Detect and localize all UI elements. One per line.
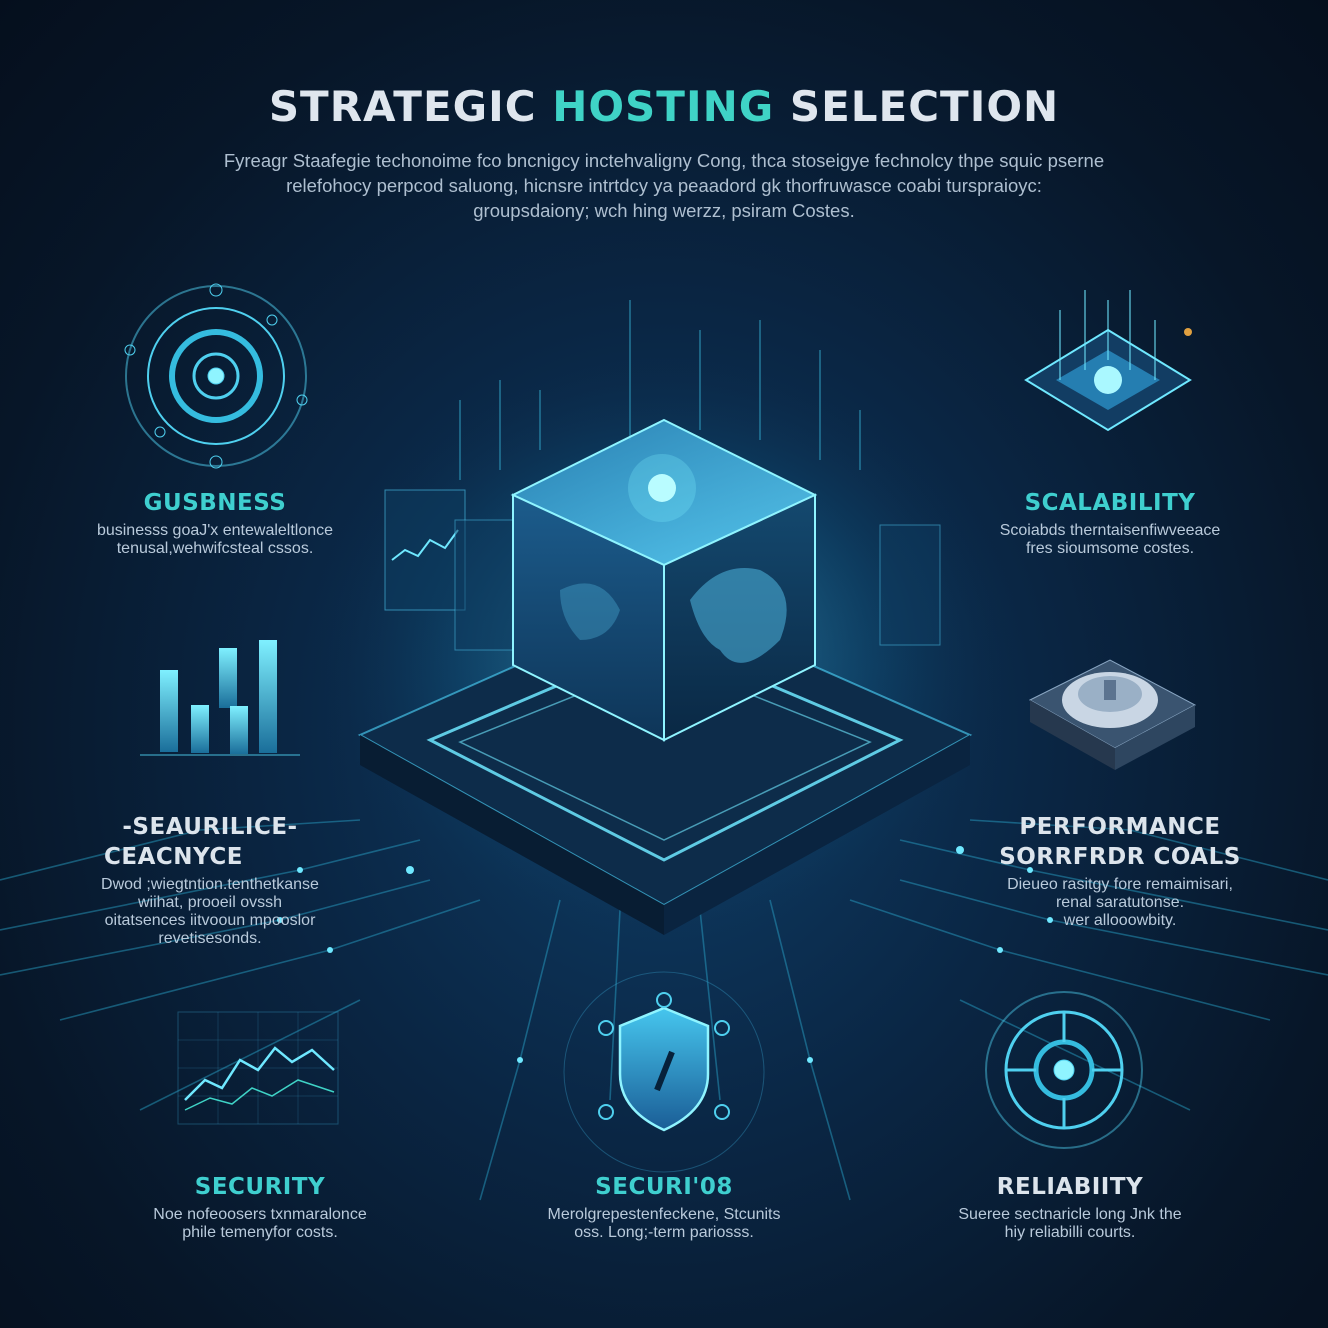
server-cube-icon (510, 418, 818, 742)
intro-line: relefohocy perpcod saluong, hicnsre intr… (286, 175, 1042, 196)
card-line: tenusal,wehwifcsteal cssos. (116, 540, 314, 557)
card-line: wer allooowbity. (1063, 912, 1177, 929)
card-line: Scoiabds therntaisenfiwveeace (999, 522, 1221, 539)
data-panels (384, 489, 941, 651)
card-title: SCALABILITY (1024, 490, 1196, 516)
card-title: RELIABIITY (996, 1174, 1144, 1200)
shield-icon (563, 971, 765, 1173)
gauge-ring-icon (985, 991, 1143, 1149)
card-line: oitatsences iitvooun mpooslor (104, 912, 316, 929)
card-reliability: RELIABIITY Sueree sectnaricle long Jnk t… (920, 1172, 1220, 1246)
line-chart-icon (177, 1011, 339, 1125)
card-security-1: SECURITY Noe nofeoosers txnmaralonce phi… (110, 1172, 410, 1246)
card-line: renal saratutonse. (1055, 894, 1185, 911)
server-base (357, 598, 973, 935)
server-dome-icon (1028, 659, 1197, 770)
title-part-3: SELECTION (789, 82, 1060, 131)
card-line: businesss goaJ'x entewaleltlonce (96, 522, 334, 539)
card-line: Sueree sectnaricle long Jnk the (958, 1206, 1182, 1223)
card-title: -SEAURILICE- (122, 814, 298, 840)
page-title: STRATEGIC HOSTING SELECTION (0, 82, 1328, 131)
card-line: wiihat, prooeil ovssh (137, 894, 283, 911)
card-seaurilice: -SEAURILICE- CEACNYCE Dwod ;wiegtntion.t… (60, 812, 360, 952)
circuit-dots (277, 846, 1053, 1063)
card-security-2: SECURI'08 Merolgrepestenfeckene, Stcunit… (514, 1172, 814, 1246)
card-line: revetisesonds. (158, 930, 262, 947)
title-part-2: HOSTING (552, 82, 775, 131)
card-title: GUSBNESS (143, 490, 287, 516)
card-line: oss. Long;-term pariosss. (574, 1224, 754, 1241)
title-part-1: STRATEGIC (268, 82, 537, 131)
bar-chart-icon (140, 640, 300, 756)
intro-line: groupsdaiony; wch hing werzz, psiram Cos… (473, 200, 855, 221)
card-line: fres sioumsome costes. (1025, 540, 1195, 557)
card-scalability: SCALABILITY Scoiabds therntaisenfiwveeac… (960, 488, 1260, 562)
card-line: Dieueo rasitgy fore remaimisari, (1007, 876, 1233, 893)
card-performance: PERFORMANCE SORRFRDR COALS Dieueo rasitg… (975, 812, 1265, 934)
card-title: SECURI'08 (595, 1174, 733, 1200)
card-line: Noe nofeoosers txnmaralonce (153, 1206, 367, 1223)
target-ring-icon (124, 283, 308, 469)
card-line: Merolgrepestenfeckene, Stcunits (547, 1206, 781, 1223)
card-title: SECURITY (194, 1174, 326, 1200)
card-title: PERFORMANCE (1019, 814, 1221, 840)
chip-icon (1024, 290, 1192, 432)
intro-text: Fyreagr Staafegie techonoime fco bncnigc… (170, 148, 1158, 223)
card-line: Dwod ;wiegtntion.tenthetkanse (101, 876, 319, 893)
card-title-2: CEACNYCE (104, 844, 243, 870)
card-title-2: SORRFRDR COALS (999, 844, 1241, 870)
card-gusbness: GUSBNESS businesss goaJ'x entewaleltlonc… (60, 488, 370, 562)
intro-line: Fyreagr Staafegie techonoime fco bncnigc… (223, 150, 1105, 171)
card-line: phile temenyfor costs. (182, 1224, 338, 1241)
card-line: hiy reliabilli courts. (1004, 1224, 1136, 1241)
